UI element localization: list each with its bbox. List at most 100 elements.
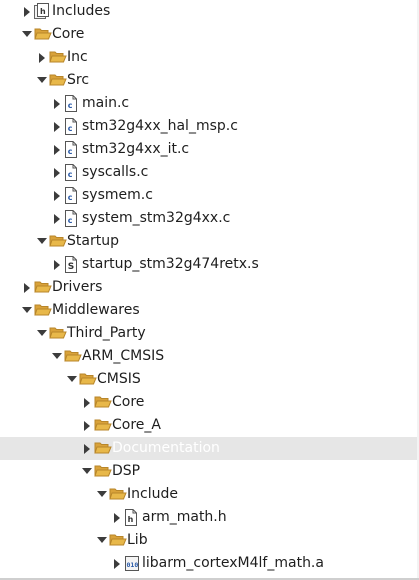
tree-item-label: Startup	[67, 233, 119, 249]
tree-item-label: Documentation	[112, 440, 220, 456]
tree-item[interactable]: c stm32g4xx_it.c	[0, 138, 419, 161]
tree-item[interactable]: h Includes	[0, 0, 419, 23]
svg-text:c: c	[68, 147, 73, 156]
svg-text:c: c	[68, 216, 73, 225]
chevron-right-icon[interactable]	[51, 253, 63, 276]
c-file-icon: c	[64, 92, 80, 115]
tree-item-label: syscalls.c	[82, 164, 149, 180]
tree-item[interactable]: Core	[0, 391, 419, 414]
folder-open-icon	[34, 23, 52, 46]
tree-item[interactable]: Startup	[0, 230, 419, 253]
chevron-right-icon[interactable]	[21, 0, 33, 23]
tree-item-label: Inc	[67, 49, 88, 65]
tree-item-label: startup_stm32g474retx.s	[82, 256, 259, 272]
tree-item-label: DSP	[112, 463, 141, 479]
tree-item[interactable]: Documentation	[0, 437, 419, 460]
tree-item-label: Src	[67, 72, 90, 88]
tree-item[interactable]: c syscalls.c	[0, 161, 419, 184]
tree-item[interactable]: Core_A	[0, 414, 419, 437]
chevron-down-icon[interactable]	[51, 345, 63, 368]
h-file-icon: h	[124, 506, 140, 529]
chevron-right-icon[interactable]	[51, 207, 63, 230]
folder-open-icon	[109, 483, 127, 506]
chevron-right-icon[interactable]	[81, 391, 93, 414]
tree-item[interactable]: Include	[0, 483, 419, 506]
svg-text:c: c	[68, 124, 73, 133]
tree-item[interactable]: CMSIS	[0, 368, 419, 391]
svg-text:c: c	[68, 193, 73, 202]
folder-open-icon	[49, 46, 67, 69]
c-file-icon: c	[64, 161, 80, 184]
s-file-icon: S	[64, 253, 80, 276]
chevron-down-icon[interactable]	[66, 368, 78, 391]
scrollbar-track[interactable]	[417, 0, 419, 580]
folder-open-icon	[94, 414, 112, 437]
chevron-right-icon[interactable]	[51, 115, 63, 138]
chevron-down-icon[interactable]	[96, 483, 108, 506]
chevron-right-icon[interactable]	[81, 414, 93, 437]
folder-open-icon	[94, 391, 112, 414]
chevron-right-icon[interactable]	[111, 506, 123, 529]
chevron-right-icon[interactable]	[51, 138, 63, 161]
tree-item[interactable]: Lib	[0, 529, 419, 552]
tree-item[interactable]: Src	[0, 69, 419, 92]
chevron-down-icon[interactable]	[81, 460, 93, 483]
chevron-down-icon[interactable]	[21, 23, 33, 46]
tree-item-label: Core_A	[112, 417, 161, 433]
chevron-right-icon[interactable]	[21, 276, 33, 299]
tree-item[interactable]: c stm32g4xx_hal_msp.c	[0, 115, 419, 138]
chevron-down-icon[interactable]	[36, 322, 48, 345]
tree-item-label: Third_Party	[67, 325, 146, 341]
tree-item-label: stm32g4xx_hal_msp.c	[82, 118, 238, 134]
chevron-right-icon[interactable]	[51, 92, 63, 115]
chevron-right-icon[interactable]	[111, 552, 123, 575]
chevron-right-icon[interactable]	[51, 184, 63, 207]
folder-open-icon	[79, 368, 97, 391]
folder-open-icon	[49, 322, 67, 345]
c-file-icon: c	[64, 184, 80, 207]
chevron-right-icon[interactable]	[51, 161, 63, 184]
svg-text:c: c	[68, 101, 73, 110]
svg-text:010: 010	[127, 561, 139, 569]
folder-open-icon	[49, 230, 67, 253]
tree-item[interactable]: Core	[0, 23, 419, 46]
folder-open-icon	[64, 345, 82, 368]
svg-text:h: h	[40, 7, 46, 16]
tree-item[interactable]: Third_Party	[0, 322, 419, 345]
tree-item-label: Includes	[52, 3, 111, 19]
tree-item-label: Lib	[127, 532, 148, 548]
svg-text:c: c	[68, 170, 73, 179]
tree-item[interactable]: ARM_CMSIS	[0, 345, 419, 368]
tree-item[interactable]: Drivers	[0, 276, 419, 299]
tree-item-label: system_stm32g4xx.c	[82, 210, 231, 226]
chevron-down-icon[interactable]	[96, 529, 108, 552]
chevron-right-icon[interactable]	[81, 437, 93, 460]
tree-item-label: Middlewares	[52, 302, 140, 318]
tree-item-label: stm32g4xx_it.c	[82, 141, 190, 157]
tree-item-label: libarm_cortexM4lf_math.a	[142, 555, 324, 571]
tree-item[interactable]: DSP	[0, 460, 419, 483]
tree-item-label: Include	[127, 486, 178, 502]
tree-item-label: Core	[52, 26, 85, 42]
folder-open-icon	[109, 529, 127, 552]
tree-item-label: CMSIS	[97, 371, 141, 387]
c-file-icon: c	[64, 115, 80, 138]
tree-item[interactable]: c system_stm32g4xx.c	[0, 207, 419, 230]
folder-open-icon	[34, 276, 52, 299]
tree-item[interactable]: Middlewares	[0, 299, 419, 322]
tree-item[interactable]: Inc	[0, 46, 419, 69]
tree-item-label: main.c	[82, 95, 130, 111]
tree-item[interactable]: c main.c	[0, 92, 419, 115]
chevron-down-icon[interactable]	[36, 69, 48, 92]
chevron-down-icon[interactable]	[21, 299, 33, 322]
chevron-down-icon[interactable]	[36, 230, 48, 253]
archive-file-icon: 010	[124, 552, 140, 575]
tree-item-label: Drivers	[52, 279, 103, 295]
tree-item-label: Core	[112, 394, 145, 410]
chevron-right-icon[interactable]	[36, 46, 48, 69]
